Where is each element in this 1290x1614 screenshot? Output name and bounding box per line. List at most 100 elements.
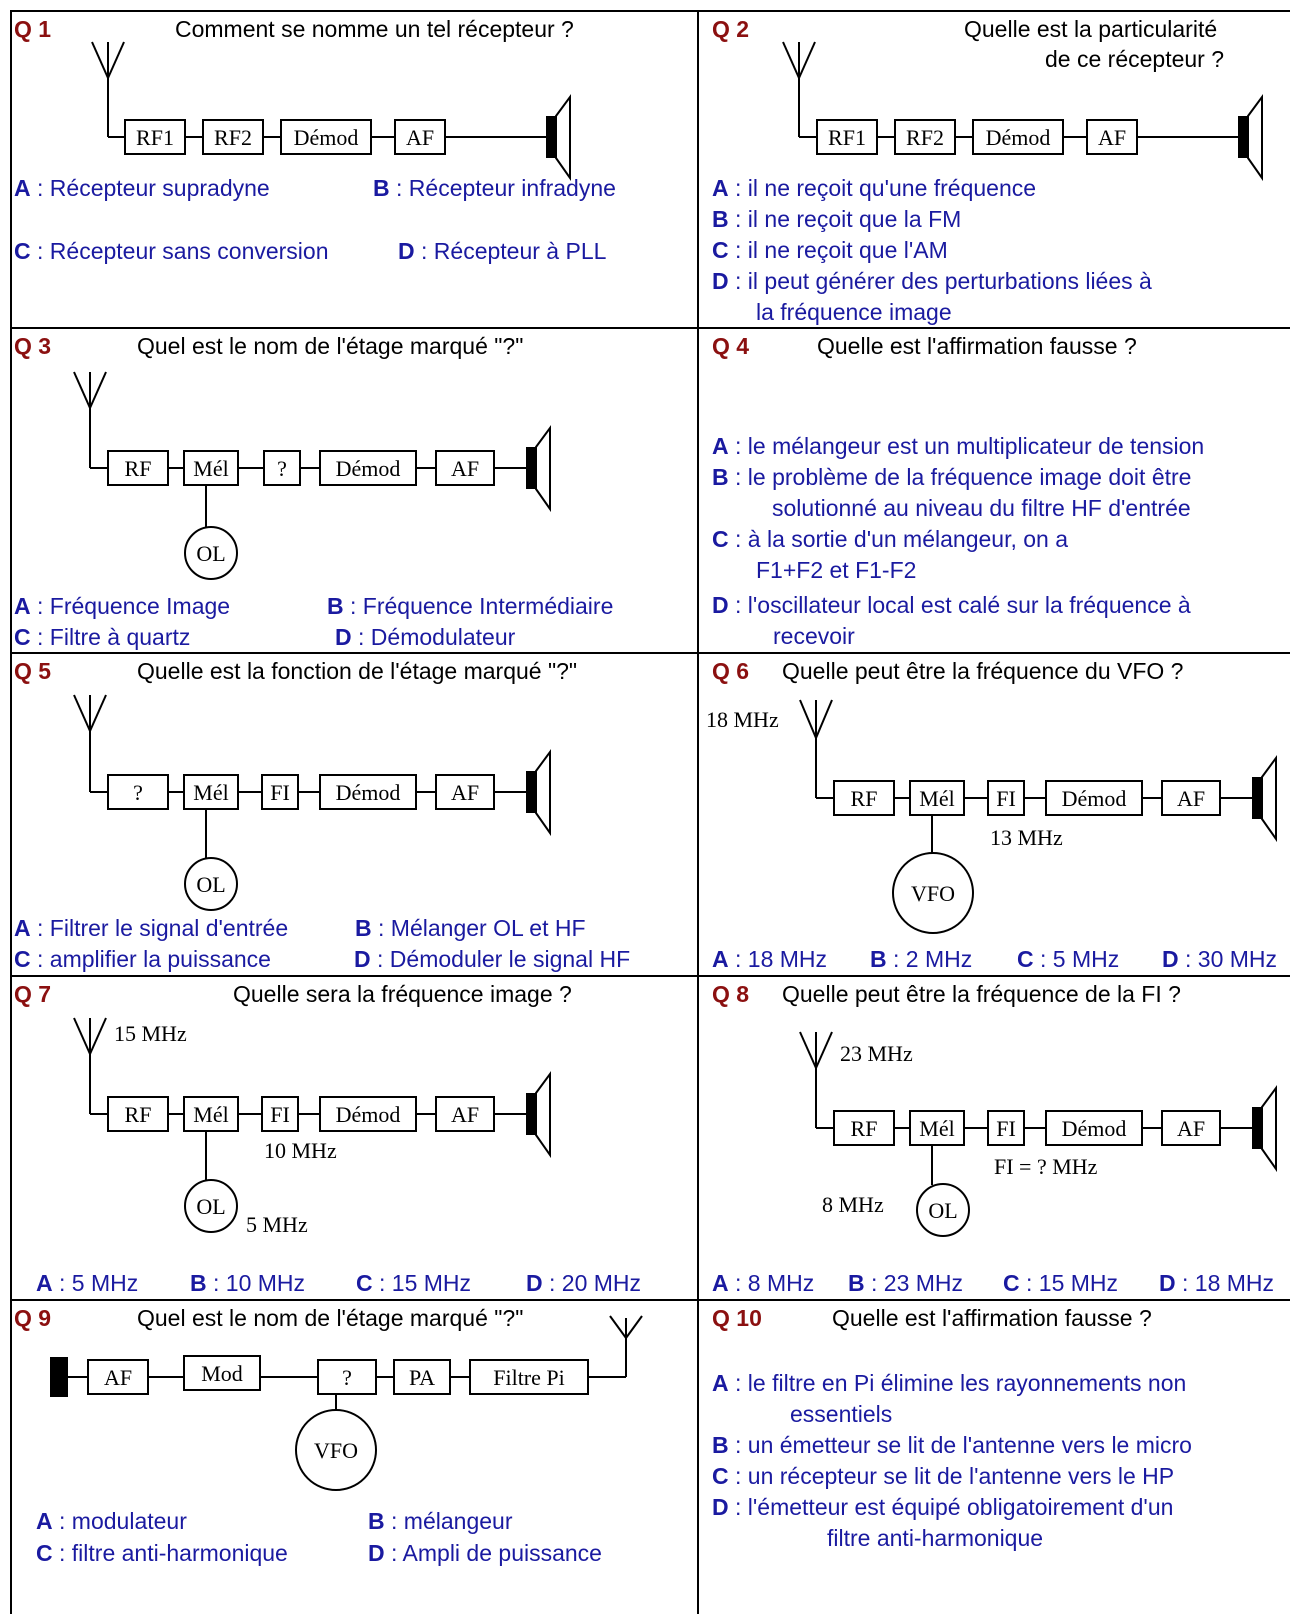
answer-d[interactable]: D : l'oscillateur local est calé sur la …	[712, 592, 1191, 618]
antenna-icon	[91, 41, 125, 137]
row-divider	[10, 652, 1290, 654]
question-title: Quelle peut être la fréquence de la FI ?	[782, 981, 1181, 1007]
answer-c[interactable]: C : il ne reçoit que l'AM	[712, 237, 948, 263]
block-mel	[909, 780, 965, 816]
answer-d[interactable]: D : il peut générer des perturbations li…	[712, 268, 1152, 294]
answer-d[interactable]: D : l'émetteur est équipé obligatoiremen…	[712, 1494, 1174, 1520]
block-fi	[261, 774, 299, 810]
answer-a[interactable]: A : Fréquence Image	[14, 593, 231, 619]
answer-b[interactable]: B : Fréquence Intermédiaire	[327, 593, 614, 619]
answer-c[interactable]: C : filtre anti-harmonique	[36, 1540, 288, 1566]
block-rf1	[816, 119, 878, 155]
answer-b[interactable]: B : 2 MHz	[870, 946, 973, 972]
answer-c[interactable]: C : 15 MHz	[356, 1270, 472, 1296]
block-label: RF	[125, 456, 152, 481]
oscillator-frequency-label: 8 MHz	[822, 1192, 884, 1217]
answer-b[interactable]: B : Récepteur infradyne	[373, 175, 616, 201]
oscillator-circle	[916, 1183, 970, 1237]
block-label: Mél	[193, 456, 228, 481]
block-af	[87, 1359, 149, 1395]
speaker-icon	[526, 1070, 551, 1159]
oscillator-label: OL	[928, 1198, 957, 1223]
block-pi-filter	[469, 1359, 589, 1395]
block-label: AF	[1177, 786, 1205, 811]
answer-c[interactable]: C : 5 MHz	[1017, 946, 1120, 972]
answer-b[interactable]: B : Mélanger OL et HF	[355, 915, 586, 941]
block-rf	[107, 1096, 169, 1132]
block-mel	[183, 450, 239, 486]
answer-a[interactable]: A : il ne reçoit qu'une fréquence	[712, 175, 1037, 201]
speaker-icon	[526, 748, 551, 837]
answer-d[interactable]: D : Récepteur à PLL	[398, 238, 607, 264]
answer-d[interactable]: D : Ampli de puissance	[368, 1540, 602, 1566]
question-number: Q 4	[712, 333, 750, 359]
answer-c[interactable]: C : à la sortie d'un mélangeur, on a	[712, 526, 1069, 552]
question-title: Quel est le nom de l'étage marqué "?"	[137, 1305, 524, 1331]
answer-d-continuation: recevoir	[773, 623, 855, 649]
oscillator-label: VFO	[911, 881, 955, 906]
answer-c[interactable]: C : Filtre à quartz	[14, 624, 191, 650]
answer-b[interactable]: B : il ne reçoit que la FM	[712, 206, 962, 232]
speaker-icon	[1238, 93, 1263, 182]
answer-a[interactable]: A : 8 MHz	[712, 1270, 815, 1296]
answer-b[interactable]: B : 23 MHz	[848, 1270, 964, 1296]
answer-a[interactable]: A : le mélangeur est un multiplicateur d…	[712, 433, 1205, 459]
answer-a[interactable]: A : 5 MHz	[36, 1270, 139, 1296]
question-number: Q 5	[14, 658, 52, 684]
oscillator-circle	[184, 1179, 238, 1233]
answer-d[interactable]: D : Démodulateur	[335, 624, 516, 650]
row-divider	[10, 1299, 1290, 1301]
oscillator-label: VFO	[314, 1438, 358, 1463]
answer-d-continuation: filtre anti-harmonique	[827, 1525, 1044, 1551]
oscillator-label: OL	[196, 541, 225, 566]
answer-d[interactable]: D : 30 MHz	[1162, 946, 1278, 972]
oscillator-label: OL	[196, 872, 225, 897]
answer-a-continuation: essentiels	[790, 1401, 893, 1427]
answer-a[interactable]: A : Récepteur supradyne	[14, 175, 270, 201]
block-demod	[1045, 1110, 1143, 1146]
answer-d[interactable]: D : 20 MHz	[526, 1270, 642, 1296]
block-af	[1161, 780, 1221, 816]
column-divider	[697, 10, 699, 1614]
block-label: RF	[851, 1116, 878, 1141]
question-number: Q 6	[712, 658, 750, 684]
microphone-icon	[50, 1357, 68, 1397]
speaker-icon	[546, 93, 571, 182]
question-title-line-2: de ce récepteur ?	[1045, 46, 1225, 72]
block-label: AF	[451, 1102, 479, 1127]
answer-a[interactable]: A : modulateur	[36, 1508, 187, 1534]
row-divider	[10, 327, 1290, 329]
question-number: Q 1	[14, 16, 52, 42]
answer-c[interactable]: C : amplifier la puissance	[14, 946, 271, 972]
answer-c-continuation: F1+F2 et F1-F2	[756, 557, 917, 583]
block-label: RF	[125, 1102, 152, 1127]
answer-c[interactable]: C : 15 MHz	[1003, 1270, 1119, 1296]
block-af	[435, 1096, 495, 1132]
block-demod	[280, 119, 372, 155]
answer-b[interactable]: B : 10 MHz	[190, 1270, 306, 1296]
answer-c[interactable]: C : un récepteur se lit de l'antenne ver…	[712, 1463, 1175, 1489]
block-label: FI	[996, 1116, 1016, 1141]
question-number: Q 10	[712, 1305, 762, 1331]
block-af	[1161, 1110, 1221, 1146]
block-af	[435, 450, 495, 486]
fi-frequency-label: FI = ? MHz	[994, 1154, 1098, 1179]
answer-d[interactable]: D : Démoduler le signal HF	[354, 946, 631, 972]
antenna-icon	[73, 371, 107, 468]
answer-a[interactable]: A : le filtre en Pi élimine les rayonnem…	[712, 1370, 1187, 1396]
answer-d[interactable]: D : 18 MHz	[1159, 1270, 1275, 1296]
answer-d-continuation: la fréquence image	[756, 299, 952, 325]
question-title: Comment se nomme un tel récepteur ?	[175, 16, 574, 42]
oscillator-circle	[184, 857, 238, 911]
answer-c[interactable]: C : Récepteur sans conversion	[14, 238, 329, 264]
block-rf2	[894, 119, 956, 155]
question-title-line-1: Quelle est la particularité	[964, 16, 1218, 42]
block-label: Mél	[193, 780, 228, 805]
answer-b[interactable]: B : le problème de la fréquence image do…	[712, 464, 1192, 490]
answer-a[interactable]: A : Filtrer le signal d'entrée	[14, 915, 289, 941]
answer-a[interactable]: A : 18 MHz	[712, 946, 828, 972]
answer-b[interactable]: B : mélangeur	[368, 1508, 513, 1534]
answer-b[interactable]: B : un émetteur se lit de l'antenne vers…	[712, 1432, 1192, 1458]
antenna-frequency-label: 23 MHz	[840, 1041, 913, 1066]
